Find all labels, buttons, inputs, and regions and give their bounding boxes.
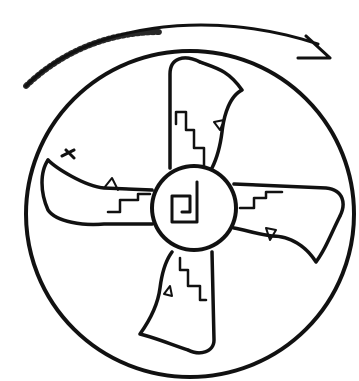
arm-right bbox=[234, 184, 343, 262]
spiral-icon bbox=[172, 182, 197, 222]
motion-arrow bbox=[26, 25, 330, 86]
arm-top bbox=[170, 58, 242, 168]
arm-left bbox=[42, 150, 152, 224]
arm-bottom bbox=[140, 252, 214, 353]
outer-circle bbox=[26, 51, 354, 377]
center-circle bbox=[152, 166, 236, 250]
